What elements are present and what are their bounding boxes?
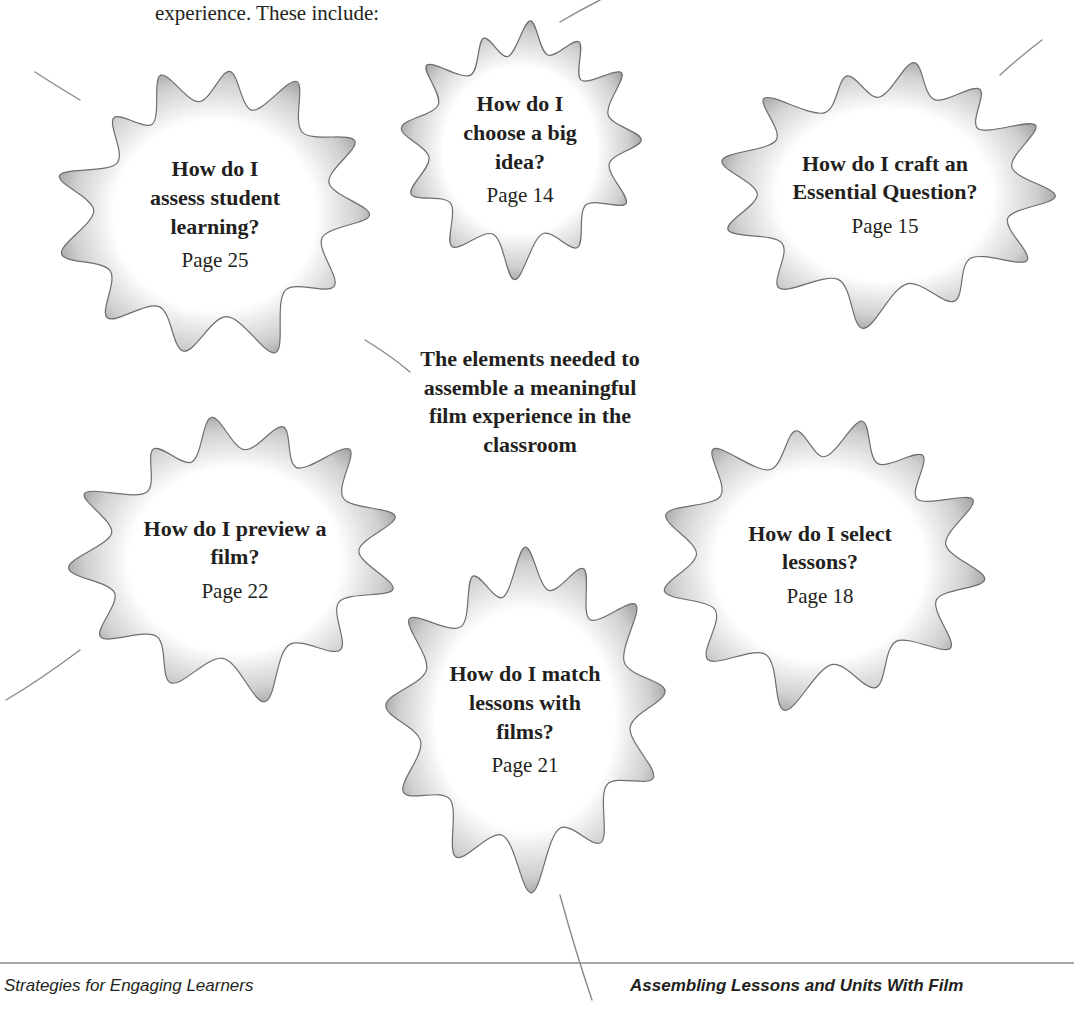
- page-reference: Page 22: [140, 578, 330, 605]
- leaf-stem: [560, 0, 600, 22]
- leaf-outline: [12, 24, 418, 405]
- leaf-stem: [365, 340, 410, 372]
- leaf-node: How do I craft an Essential Question? Pag…: [710, 55, 1060, 335]
- leaf-text: How do I select lessons? Page 18: [745, 520, 895, 610]
- footer-right: Assembling Lessons and Units With Film: [630, 975, 1070, 997]
- center-caption: The elements needed to assemble a meanin…: [415, 345, 645, 459]
- page-reference: Page 25: [145, 247, 285, 274]
- leaf-node: How do I assess student learning? Page 25: [50, 60, 380, 370]
- leaf-stem: [560, 895, 592, 1000]
- leaf-stem: [1000, 40, 1042, 75]
- leaf-outline: [390, 10, 650, 291]
- leaf-outline: [48, 397, 423, 722]
- leaf-question: How do I preview a film?: [140, 515, 330, 572]
- footer-left: Strategies for Engaging Learners: [4, 975, 424, 997]
- leaf-text: How do I choose a big idea? Page 14: [458, 90, 583, 209]
- leaf-outline: [620, 383, 1020, 747]
- page-reference: Page 14: [458, 182, 583, 209]
- leaf-question: How do I choose a big idea?: [458, 90, 583, 176]
- page-reference: Page 21: [445, 752, 605, 779]
- leaf-text: How do I assess student learning? Page 25: [145, 155, 285, 274]
- leaf-text: How do I craft an Essential Question? Pag…: [790, 150, 980, 240]
- page-reference: Page 18: [745, 583, 895, 610]
- leaf-question: How do I select lessons?: [745, 520, 895, 577]
- page-reference: Page 15: [790, 213, 980, 240]
- leaf-node: How do I select lessons? Page 18: [650, 410, 990, 720]
- leaf-node: How do I preview a film? Page 22: [62, 410, 407, 710]
- leaf-node: How do I choose a big idea? Page 14: [395, 15, 645, 285]
- leaf-outline: [690, 39, 1074, 350]
- leaf-question: How do I craft an Essential Question?: [790, 150, 980, 207]
- leaf-stem: [6, 650, 80, 700]
- leaf-question: How do I assess student learning?: [145, 155, 285, 241]
- intro-text: experience. These include:: [155, 0, 555, 27]
- leaf-question: How do I match lessons with films?: [445, 660, 605, 746]
- leaf-text: How do I preview a film? Page 22: [140, 515, 330, 605]
- leaf-stem: [35, 72, 80, 100]
- leaf-outline: [385, 547, 664, 893]
- leaf-text: How do I match lessons with films? Page 2…: [445, 660, 605, 779]
- leaf-node: How do I match lessons with films? Page 2…: [380, 540, 671, 900]
- footer-rule: [0, 962, 1074, 964]
